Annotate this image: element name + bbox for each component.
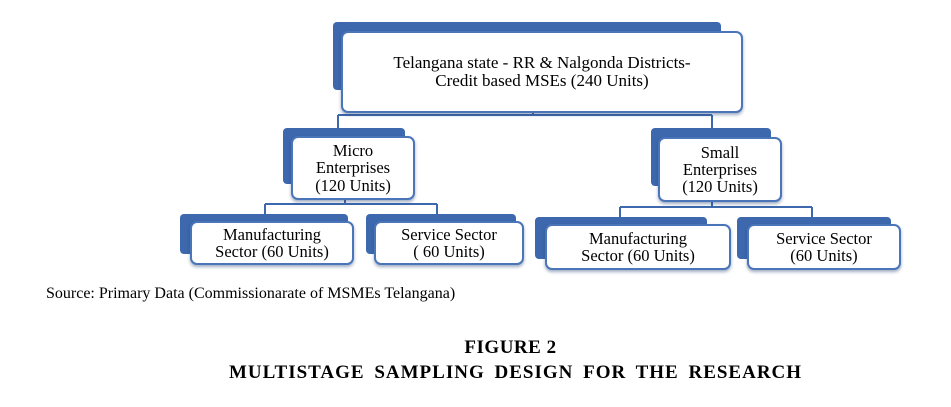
source-note: Source: Primary Data (Commissionarate of…	[46, 285, 456, 302]
node-small-manufacturing-label: Manufacturing Sector (60 Units)	[581, 228, 695, 265]
node-micro-label: Micro Enterprises (120 Units)	[315, 141, 391, 195]
node-micro-manufacturing-box: Manufacturing Sector (60 Units)	[190, 221, 354, 265]
node-micro-service-label: Service Sector ( 60 Units)	[401, 224, 497, 261]
node-small-manufacturing-box: Manufacturing Sector (60 Units)	[545, 224, 731, 270]
node-root-box: Telangana state - RR & Nalgonda District…	[341, 31, 743, 113]
node-micro-manufacturing-label: Manufacturing Sector (60 Units)	[215, 224, 329, 261]
connector-micro-to-sectors	[264, 198, 438, 214]
node-small-service-box: Service Sector (60 Units)	[747, 224, 901, 270]
figure-number: FIGURE 2	[464, 337, 557, 358]
node-root-label: Telangana state - RR & Nalgonda District…	[393, 53, 691, 90]
node-small-box: Small Enterprises (120 Units)	[658, 137, 782, 202]
connector-small-to-sectors	[619, 200, 813, 217]
node-micro-box: Micro Enterprises (120 Units)	[291, 136, 415, 200]
node-small-label: Small Enterprises (120 Units)	[682, 142, 758, 197]
node-small-service-label: Service Sector (60 Units)	[776, 228, 872, 265]
node-micro-service-box: Service Sector ( 60 Units)	[374, 221, 524, 265]
figure-title: MULTISTAGE SAMPLING DESIGN FOR THE RESEA…	[228, 362, 803, 383]
